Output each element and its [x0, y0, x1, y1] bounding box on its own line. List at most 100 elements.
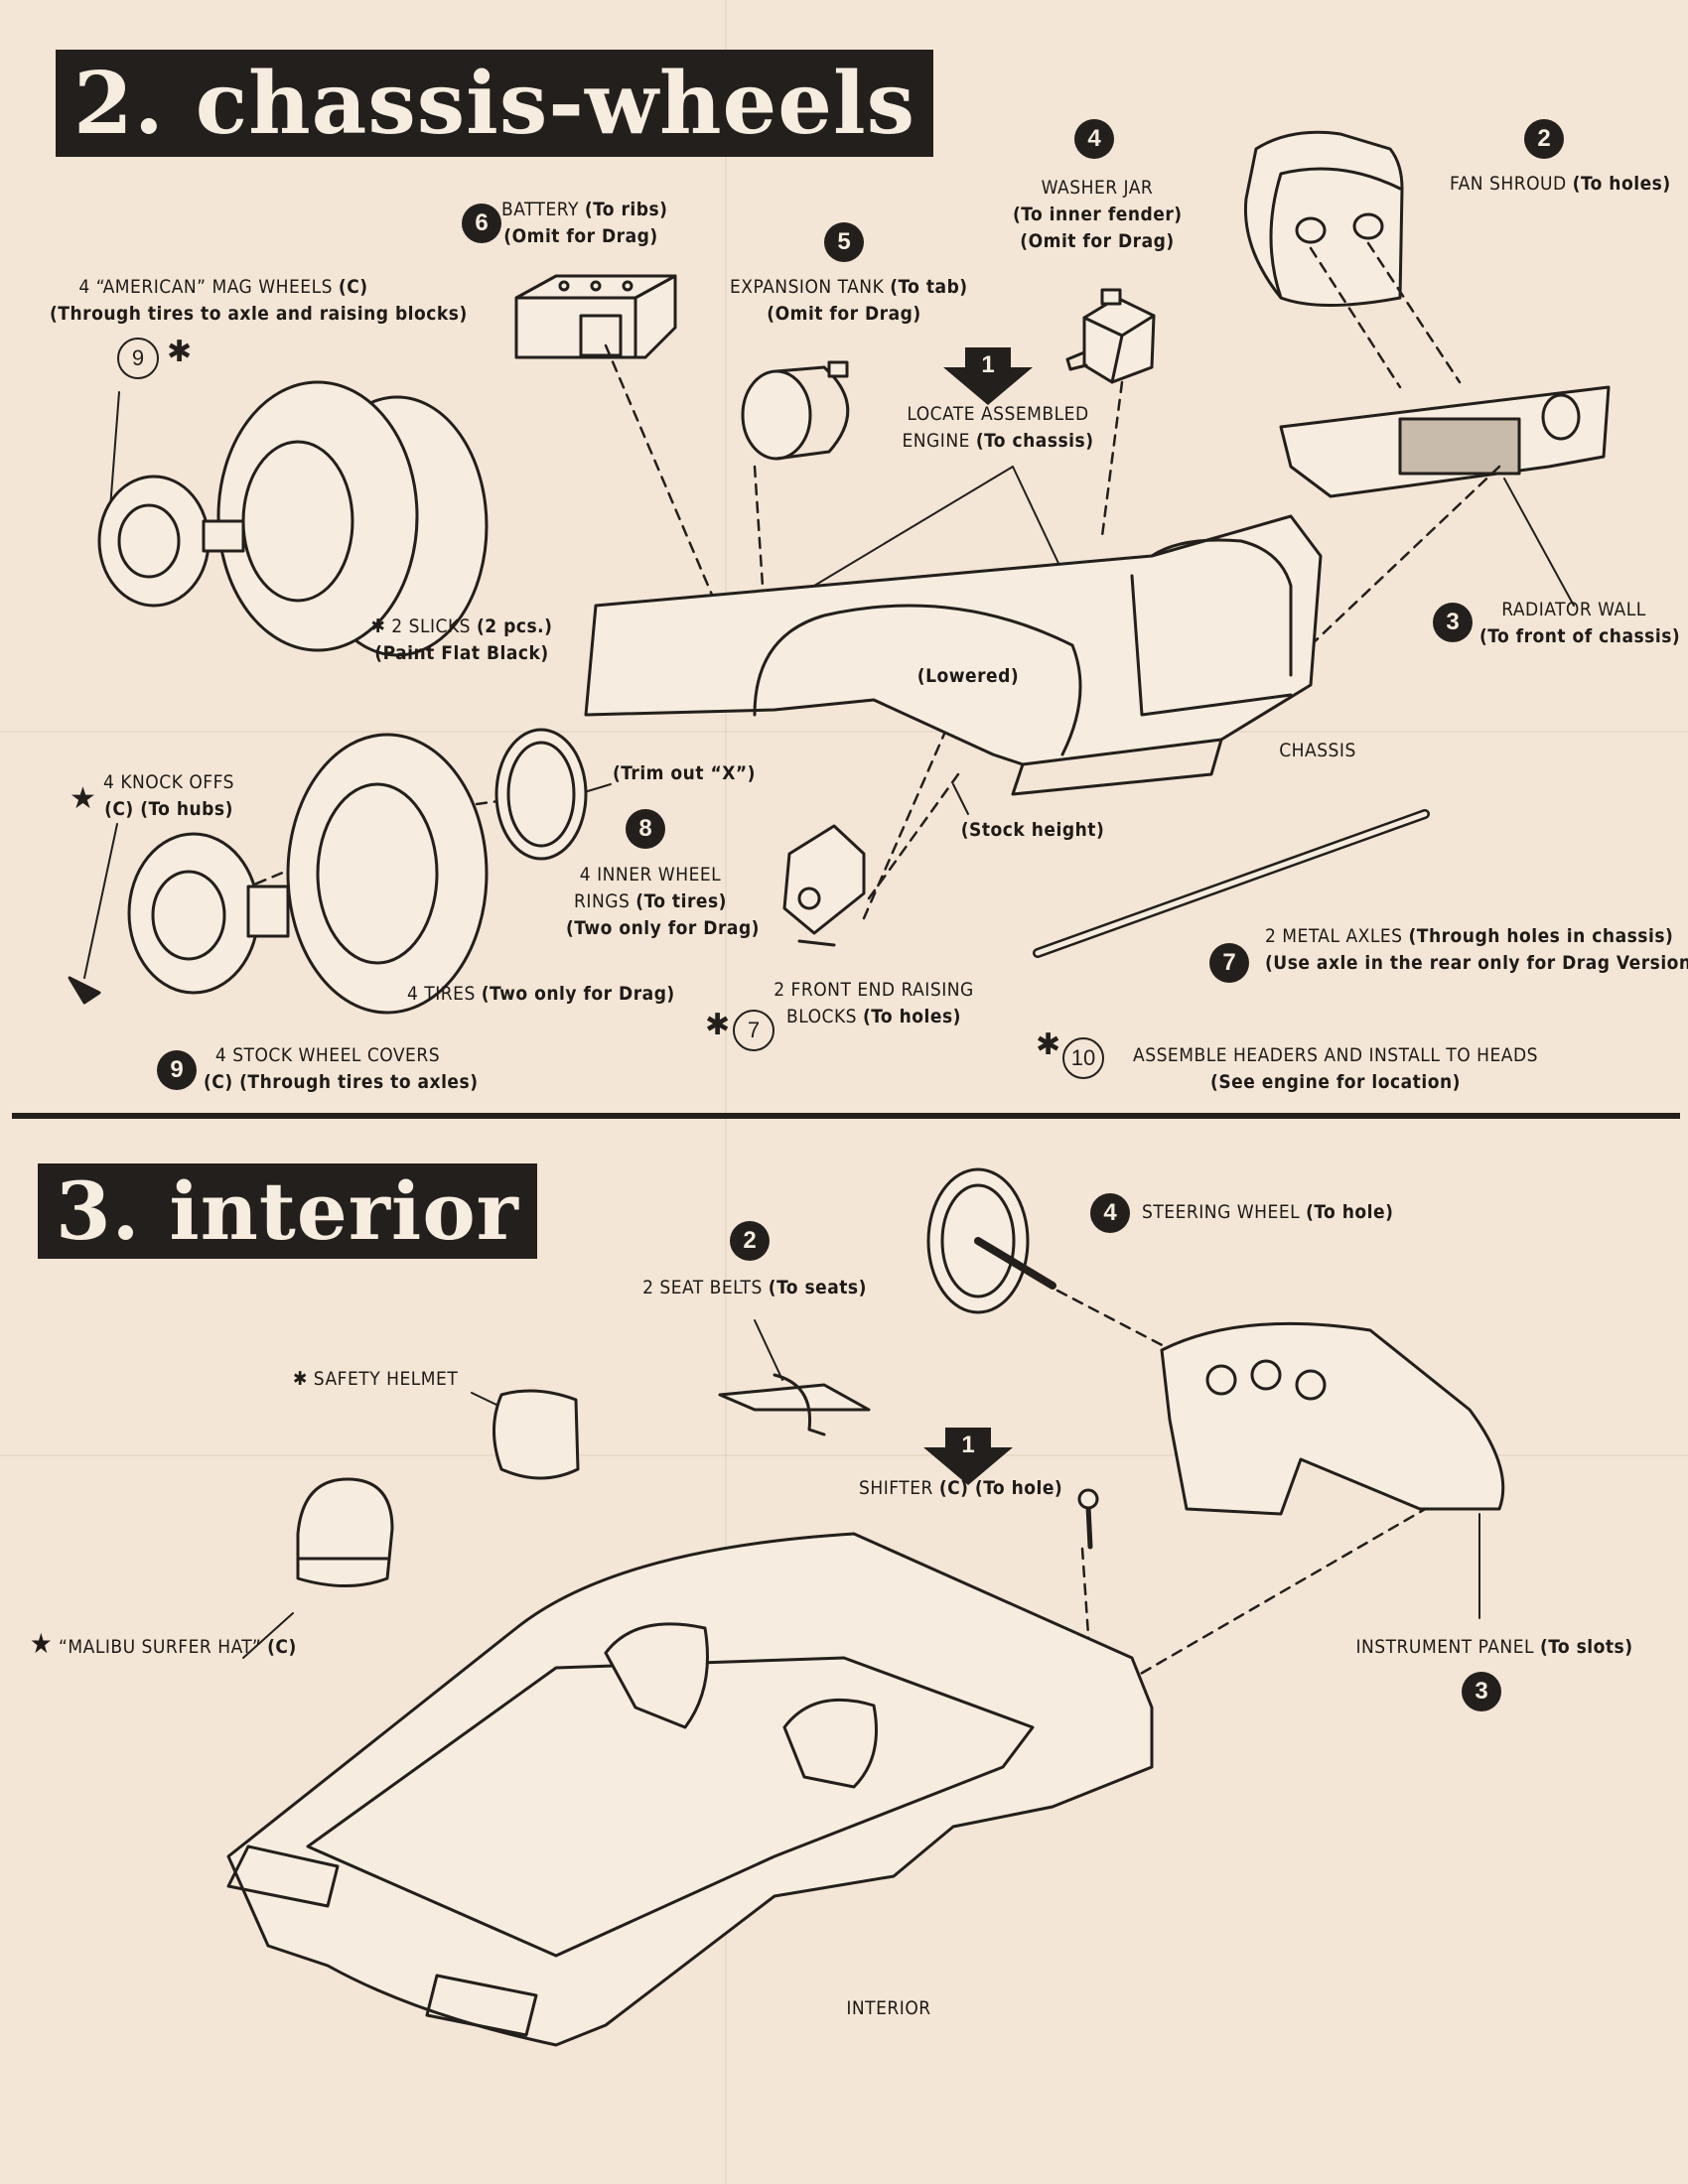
fan-shroud-note: (To holes)	[1572, 173, 1671, 195]
raising-blocks-line2: BLOCKS	[786, 1006, 858, 1027]
step-1-number: 1	[981, 351, 995, 378]
steering-wheel-note: (To hole)	[1306, 1201, 1394, 1223]
mag-wheels-sub: (Through tires to axle and raising block…	[50, 303, 468, 325]
stock-height-label: (Stock height)	[960, 819, 1105, 841]
locate-engine-label: LOCATE ASSEMBLED ENGINE (To chassis)	[894, 401, 1102, 455]
lowered-label: (Lowered)	[916, 665, 1020, 687]
instrument-panel-label: INSTRUMENT PANEL (To slots)	[1350, 1634, 1638, 1661]
star-icon: ★	[70, 781, 96, 816]
raising-blocks-line1: 2 FRONT END RAISING	[774, 979, 974, 1001]
helmet-part	[494, 1391, 579, 1478]
step-6-badge: 6	[462, 204, 501, 243]
radiator-wall-part	[1281, 387, 1609, 496]
radiator-wall-name: RADIATOR WALL	[1501, 599, 1646, 620]
slicks-note: (2 pcs.)	[476, 615, 553, 637]
inner-rings-line1: 4 INNER WHEEL	[579, 864, 722, 886]
steering-wheel-part	[928, 1169, 1053, 1312]
asterisk-icon: ✱	[705, 1008, 731, 1042]
battery-sub: (Omit for Drag)	[503, 225, 658, 247]
step-9-badge: 9	[157, 1050, 197, 1090]
wheel-covers-name: 4 STOCK WHEEL COVERS	[214, 1044, 441, 1066]
section-3-title: 3. interior	[38, 1163, 537, 1259]
mag-wheels-label: 4 “AMERICAN” MAG WHEELS (C) (Through tir…	[50, 274, 467, 328]
metal-axles-note: (Through holes in chassis)	[1408, 925, 1674, 947]
headers-label: ASSEMBLE HEADERS AND INSTALL TO HEADS (S…	[1117, 1042, 1554, 1096]
battery-name: BATTERY	[501, 199, 579, 220]
washer-jar-label: WASHER JAR (To inner fender) (Omit for D…	[1013, 175, 1182, 255]
locate-engine-line2: ENGINE	[902, 430, 970, 452]
expansion-tank-sub: (Omit for Drag)	[767, 303, 921, 325]
wheel-covers-sub: (C) (Through tires to axles)	[204, 1071, 479, 1093]
mag-wheels-note: (C)	[338, 276, 368, 298]
step-5-badge: 5	[824, 222, 864, 262]
battery-part	[516, 276, 675, 357]
asterisk-icon: ✱	[167, 335, 193, 369]
section-divider	[12, 1113, 1680, 1119]
surfer-hat-part	[298, 1479, 392, 1586]
steering-wheel-name: STEERING WHEEL	[1142, 1201, 1301, 1223]
instrument-panel-name: INSTRUMENT PANEL	[1355, 1636, 1535, 1658]
slicks-asterisk-icon: ✱	[370, 615, 386, 637]
fan-shroud-part	[1245, 132, 1402, 305]
paper-fold	[0, 731, 1688, 733]
washer-jar-sub1: (To inner fender)	[1013, 204, 1183, 225]
asterisk-icon: ✱	[1036, 1027, 1061, 1062]
down-arrow-icon	[943, 347, 1033, 405]
wheel-covers-label: 4 STOCK WHEEL COVERS (C) (Through tires …	[204, 1042, 478, 1096]
step-3-badge: 3	[1433, 603, 1473, 642]
step-3-badge: 3	[1462, 1672, 1501, 1711]
instrument-panel-note: (To slots)	[1539, 1636, 1633, 1658]
interior-label: INTERIOR	[846, 1997, 931, 2019]
mag-wheels-name: 4 “AMERICAN” MAG WHEELS	[78, 276, 333, 298]
headers-name: ASSEMBLE HEADERS AND INSTALL TO HEADS	[1133, 1044, 1538, 1066]
raising-block-part	[784, 826, 864, 945]
battery-note: (To ribs)	[584, 199, 668, 220]
slicks-name: 2 SLICKS	[391, 615, 472, 637]
radiator-wall-sub: (To front of chassis)	[1479, 625, 1681, 647]
paper-fold	[725, 0, 727, 2184]
interior-tub-part	[228, 1534, 1152, 2045]
step-8-badge: 8	[626, 809, 665, 849]
expansion-tank-name: EXPANSION TANK	[730, 276, 885, 298]
inner-rings-note: (To tires)	[635, 890, 727, 912]
steering-wheel-label: STEERING WHEEL (To hole)	[1142, 1199, 1400, 1226]
step-10-open-badge: 10	[1062, 1037, 1104, 1079]
step-4-badge: 4	[1074, 119, 1114, 159]
metal-axles-label: 2 METAL AXLES (Through holes in chassis)…	[1265, 923, 1688, 977]
washer-jar-name: WASHER JAR	[1041, 177, 1154, 199]
step-1-number: 1	[961, 1432, 975, 1458]
safety-helmet-label: ✱ SAFETY HELMET	[293, 1366, 492, 1393]
inner-rings-label: 4 INNER WHEEL RINGS (To tires) (Two only…	[566, 862, 760, 942]
fan-shroud-name: FAN SHROUD	[1450, 173, 1567, 195]
trim-out-label: (Trim out “X”)	[613, 762, 756, 784]
shifter-label: SHIFTER (C) (To hole)	[859, 1475, 1062, 1502]
slicks-label: ✱ 2 SLICKS (2 pcs.) (Paint Flat Black)	[367, 614, 556, 667]
raising-blocks-note: (To holes)	[862, 1006, 961, 1027]
step-9-open-badge: 9	[117, 338, 159, 379]
shifter-note: (C) (To hole)	[938, 1477, 1063, 1499]
tires-note: (Two only for Drag)	[481, 983, 675, 1005]
fan-shroud-label: FAN SHROUD (To holes)	[1450, 171, 1671, 198]
metal-axles-name: 2 METAL AXLES	[1265, 925, 1403, 947]
tires-label: 4 TIRES (Two only for Drag)	[407, 981, 674, 1008]
expansion-tank-note: (To tab)	[890, 276, 968, 298]
expansion-tank-part	[743, 362, 848, 459]
chassis-part	[586, 516, 1321, 794]
locate-engine-line1: LOCATE ASSEMBLED	[907, 403, 1089, 425]
knock-offs-label: 4 KNOCK OFFS (C) (To hubs)	[99, 769, 238, 823]
raising-blocks-label: 2 FRONT END RAISING BLOCKS (To holes)	[755, 977, 993, 1030]
metal-axles-sub: (Use axle in the rear only for Drag Vers…	[1265, 952, 1688, 974]
knock-offs-name: 4 KNOCK OFFS	[103, 771, 234, 793]
battery-label: BATTERY (To ribs) (Omit for Drag)	[501, 197, 667, 250]
surfer-hat-label: ★ “MALIBU SURFER HAT” (C)	[30, 1630, 328, 1661]
surfer-hat-note: (C)	[267, 1636, 297, 1658]
locate-engine-note: (To chassis)	[975, 430, 1094, 452]
star-icon: ★	[30, 1627, 54, 1660]
slicks-sub: (Paint Flat Black)	[374, 642, 549, 664]
inner-rings-line2: RINGS	[574, 890, 631, 912]
step-2-badge: 2	[730, 1221, 770, 1261]
step-1-arrow-badge: 1	[943, 347, 1033, 407]
seat-belt-part	[720, 1375, 869, 1434]
step-2-badge: 2	[1524, 119, 1564, 159]
